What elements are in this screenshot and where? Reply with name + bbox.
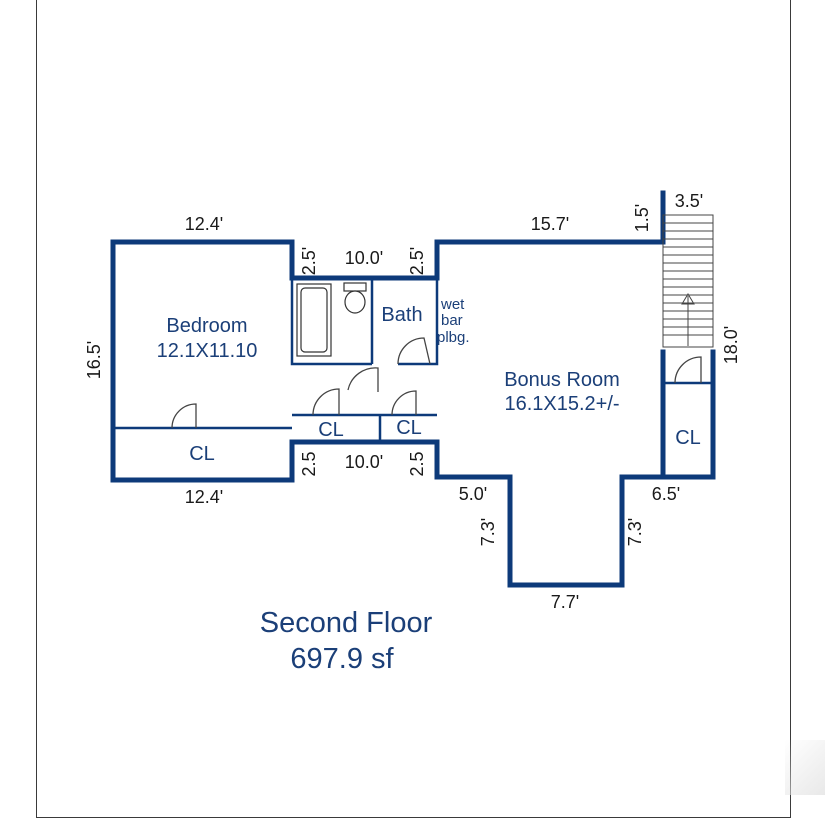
bath-wall-right — [398, 278, 439, 366]
dim-bedroom-bottom: 12.4' — [185, 487, 223, 507]
bonus-closet-door — [674, 356, 702, 384]
bedroom-door — [347, 367, 379, 392]
closet-door-left — [312, 388, 340, 416]
dim-bedroom-side: 16.5' — [84, 341, 104, 379]
bedroom-closet-label: CL — [189, 443, 215, 465]
hall-closet-right-label: CL — [396, 417, 422, 439]
exterior-wall-right — [110, 239, 666, 588]
toilet-tank — [343, 282, 367, 292]
bonus-closet-label: CL — [675, 427, 701, 449]
dim-notch-bottom-right: 2.5 — [407, 451, 427, 476]
dim-notch-top-left: 2.5' — [299, 247, 319, 275]
wet-bar-line-1: wet — [440, 296, 465, 313]
floor-area: 697.9 sf — [290, 643, 394, 675]
dim-bonus-right: 18.0' — [721, 326, 741, 364]
dim-hall-width: 10.0' — [345, 452, 383, 472]
exterior-wall — [110, 190, 666, 281]
bedroom-name: Bedroom — [166, 315, 247, 337]
closet-door-right — [391, 390, 417, 416]
toilet-bowl — [344, 290, 366, 314]
dim-bay-left-side: 7.3' — [478, 518, 498, 546]
dim-bay-right-top: 6.5' — [652, 484, 680, 504]
staircase — [662, 214, 714, 348]
dim-bonus-top: 15.7' — [531, 214, 569, 234]
dim-bay-left-top: 5.0' — [459, 484, 487, 504]
bedroom-size: 12.1X11.10 — [157, 340, 258, 362]
bathtub-inner — [300, 287, 328, 353]
dim-bay-right-side: 7.3' — [625, 518, 645, 546]
dim-stair-offset: 1.5' — [632, 204, 652, 232]
hall-closet-left-label: CL — [318, 419, 344, 441]
bath-door — [397, 337, 431, 365]
floor-plan: Bedroom 12.1X11.10 Bath wet bar plbg. Bo… — [84, 190, 741, 675]
dim-stair-width: 3.5' — [675, 191, 703, 211]
dim-notch-top-right: 2.5' — [407, 247, 427, 275]
bonus-room-name: Bonus Room — [504, 369, 620, 391]
floor-title: Second Floor — [260, 607, 433, 639]
wet-bar-line-2: bar — [441, 312, 463, 329]
wet-bar-line-3: plbg. — [437, 329, 470, 346]
stair-arrow-head — [681, 293, 695, 305]
bonus-room-size: 16.1X15.2+/- — [504, 393, 619, 415]
dim-bath-width: 10.0' — [345, 248, 383, 268]
bath-name: Bath — [381, 304, 422, 326]
dim-bedroom-top: 12.4' — [185, 214, 223, 234]
bedroom-closet-door — [171, 403, 197, 429]
dim-bay-bottom: 7.7' — [551, 592, 579, 612]
bath-wall — [290, 278, 372, 366]
dim-notch-bottom-left: 2.5 — [299, 451, 319, 476]
corner-shade — [785, 740, 825, 795]
